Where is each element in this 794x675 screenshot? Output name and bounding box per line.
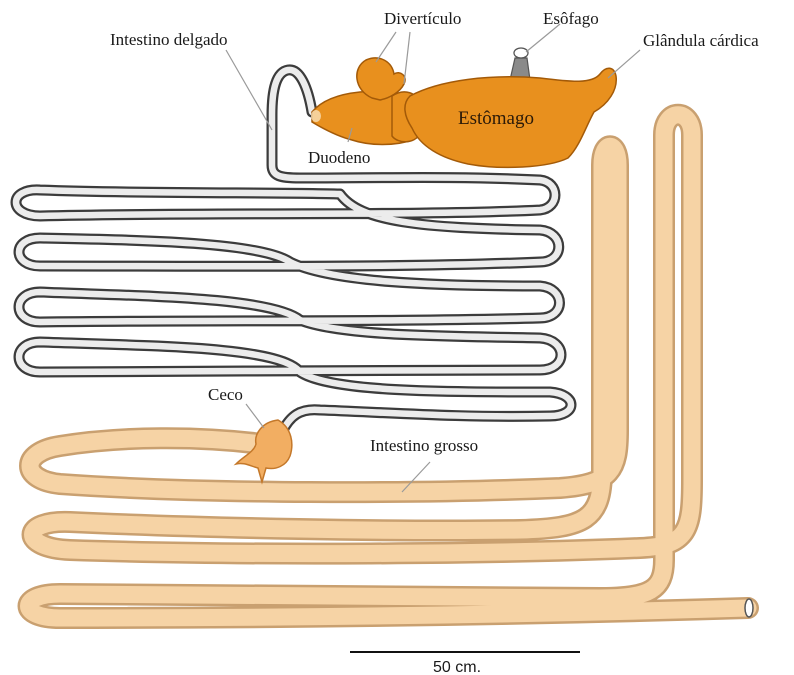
leader-cecum (246, 404, 264, 428)
label-cardiac-gland: Glândula cárdica (643, 31, 759, 50)
leader-esophagus (526, 24, 560, 52)
scale-bar-label: 50 cm. (433, 659, 481, 675)
rectum-opening (745, 599, 753, 617)
leader-cardiac-gland (608, 50, 640, 78)
label-duodenum: Duodeno (308, 148, 370, 167)
label-diverticulum: Divertículo (384, 9, 461, 28)
label-small-intestine: Intestino delgado (110, 30, 228, 49)
label-large-intestine: Intestino grosso (370, 436, 478, 455)
duodenum-highlight (311, 110, 321, 122)
label-cecum: Ceco (208, 385, 243, 404)
label-esophagus: Esôfago (543, 9, 599, 28)
leader-diverticulum (376, 32, 396, 62)
esophagus-opening (514, 48, 528, 58)
leader-small-intestine (226, 50, 272, 130)
leader-diverticulum-2 (404, 32, 410, 84)
scale-bar: 50 cm. (350, 652, 580, 675)
label-stomach: Estômago (458, 108, 534, 129)
esophagus (510, 48, 530, 80)
